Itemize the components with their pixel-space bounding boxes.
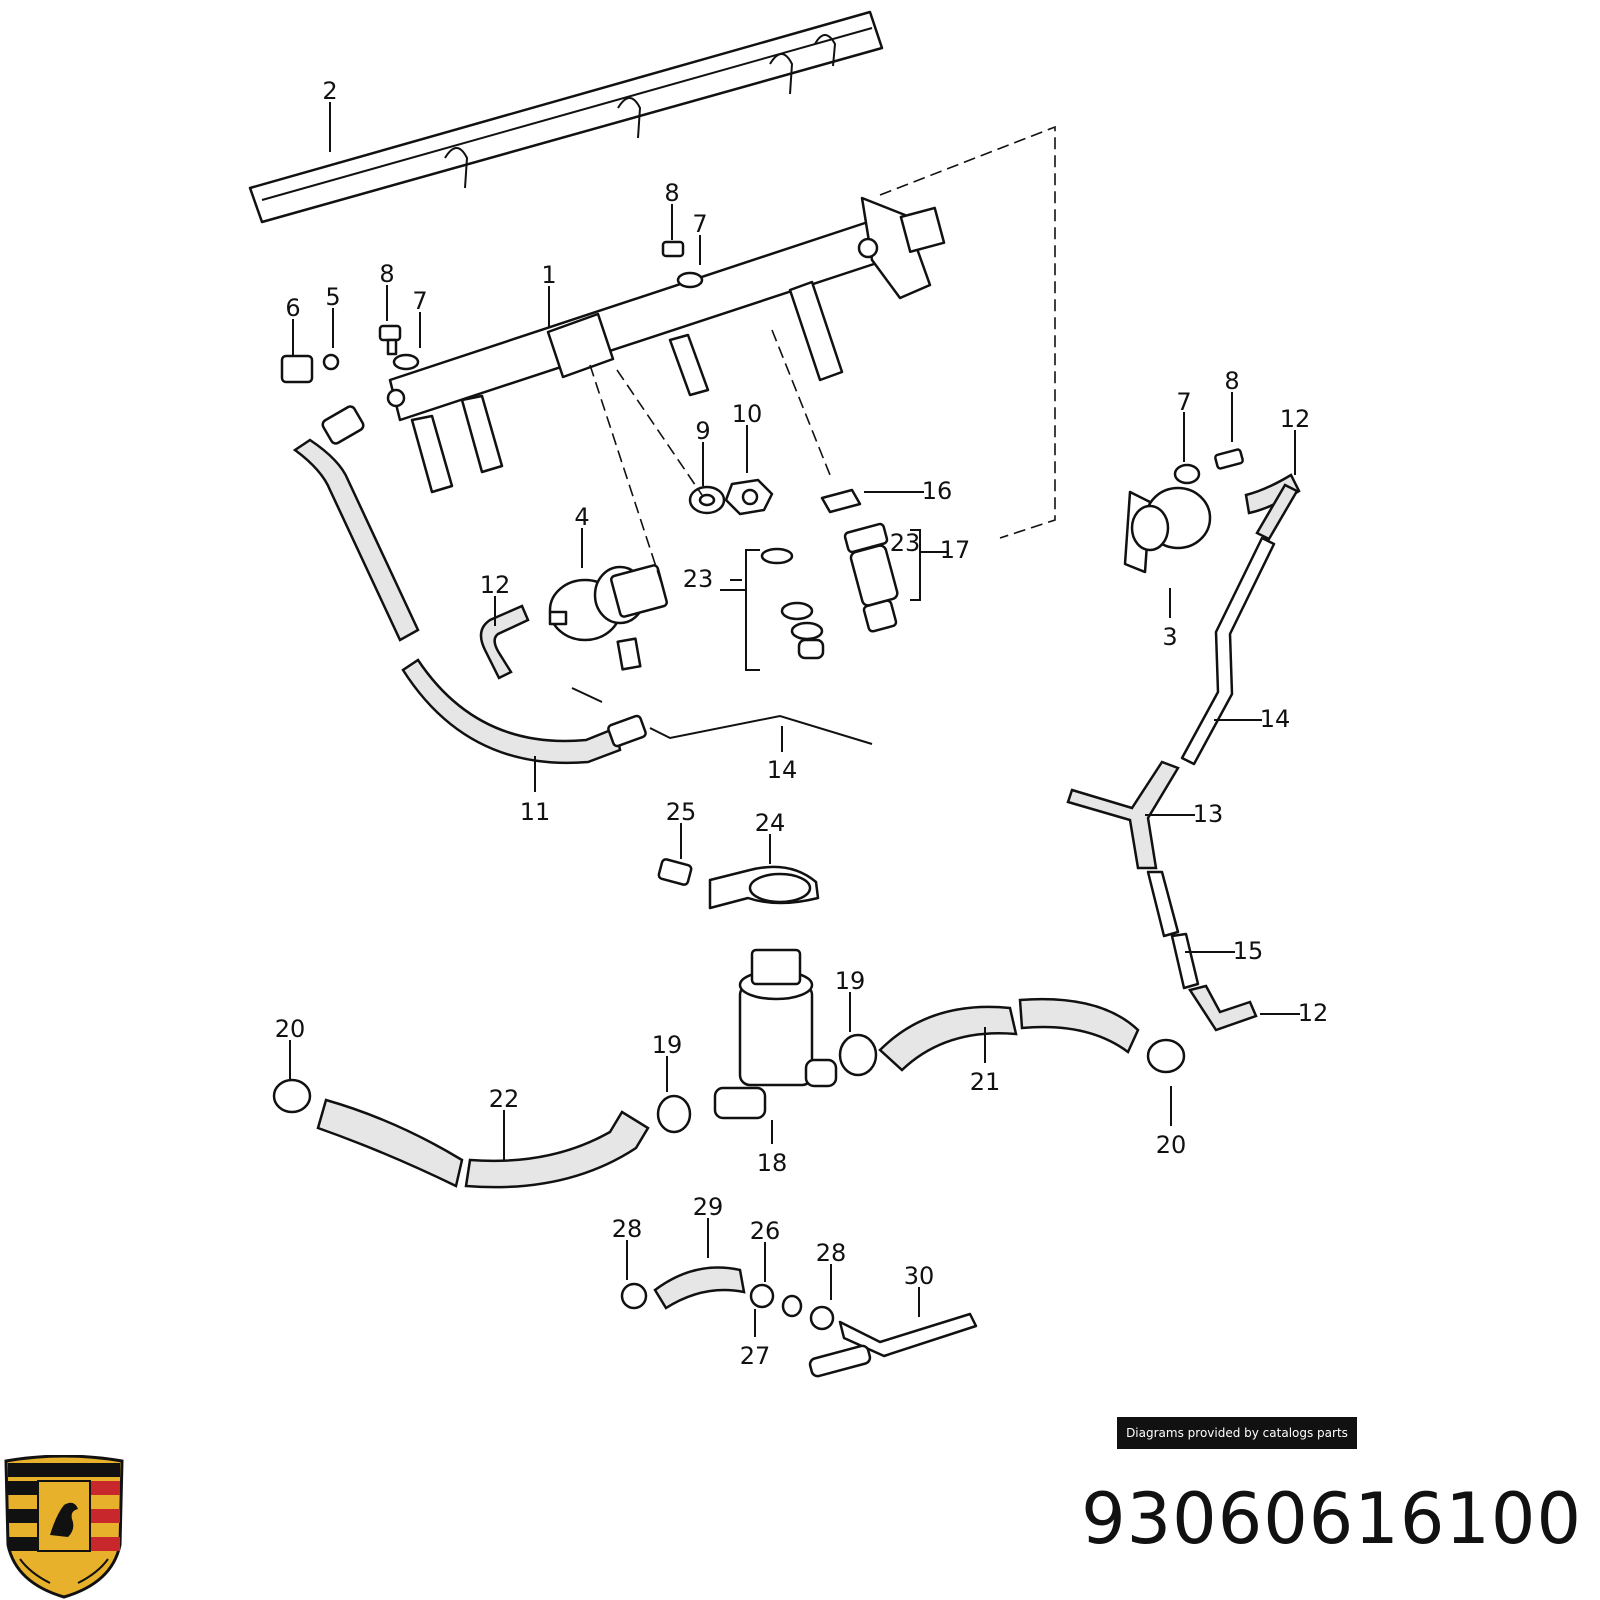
callout-c30: 30	[904, 1262, 935, 1290]
washer-nut-9-10	[688, 478, 774, 516]
callout-c13: 13	[1193, 800, 1224, 828]
callout-c8b: 8	[379, 260, 394, 288]
callout-c6: 6	[285, 294, 300, 322]
callout-c25: 25	[666, 798, 697, 826]
callout-c12a: 12	[480, 571, 511, 599]
fuel-pump-part-18	[713, 948, 838, 1120]
callout-c22: 22	[489, 1085, 520, 1113]
callout-numbers: 1234567778889101112121213141415161718191…	[275, 77, 1329, 1370]
assembly-dashed-line	[879, 125, 1056, 539]
callout-c8a: 8	[664, 179, 679, 207]
callout-c18: 18	[757, 1149, 788, 1177]
callout-c23a: 23	[683, 565, 714, 593]
callout-c26: 26	[750, 1217, 781, 1245]
fuel-hose-part-22	[316, 1098, 650, 1189]
fuel-hose-part-11	[292, 405, 647, 765]
callout-c1: 1	[541, 261, 556, 289]
pressure-regulator-part-3	[1123, 448, 1244, 574]
callout-c14b: 14	[1260, 705, 1291, 733]
fuel-hose-part-21	[878, 997, 1140, 1072]
callout-c12b: 12	[1280, 405, 1311, 433]
callout-c14a: 14	[767, 756, 798, 784]
hose-clamps-19-20	[272, 1033, 1186, 1134]
callout-c2: 2	[322, 77, 337, 105]
bottom-hose-kit-26-30	[620, 1266, 978, 1378]
callout-c11: 11	[520, 798, 551, 826]
callout-c29: 29	[693, 1193, 724, 1221]
callout-c28b: 28	[816, 1239, 847, 1267]
callout-c19b: 19	[652, 1031, 683, 1059]
callout-c20a: 20	[275, 1015, 306, 1043]
callout-c4: 4	[574, 503, 589, 531]
callout-c28a: 28	[612, 1215, 643, 1243]
callout-c3: 3	[1162, 623, 1177, 651]
callout-c5: 5	[325, 283, 340, 311]
porsche-crest-logo	[4, 1455, 124, 1599]
fuel-rail-part-1	[386, 196, 946, 494]
diagram-credit-label: Diagrams provided by catalogs parts	[1117, 1417, 1357, 1449]
pipe-part-14a	[571, 687, 873, 745]
cover-strip-part-2	[248, 10, 884, 224]
small-fittings-left	[280, 240, 704, 384]
callout-c24: 24	[755, 809, 786, 837]
hose-bend-part-12a	[479, 604, 530, 680]
callout-c23b: 23	[890, 529, 921, 557]
callout-c7c: 7	[1176, 388, 1191, 416]
callout-c9: 9	[695, 417, 710, 445]
callout-c7a: 7	[692, 210, 707, 238]
callout-c12c: 12	[1298, 999, 1329, 1027]
callout-c21: 21	[970, 1068, 1001, 1096]
vacuum-line-right	[1066, 473, 1301, 1032]
callout-c27: 27	[740, 1342, 771, 1370]
bracket-clamp-24-25	[657, 858, 820, 910]
callout-c17: 17	[940, 536, 971, 564]
callout-c19a: 19	[835, 967, 866, 995]
pressure-regulator-part-4	[548, 564, 668, 671]
callout-c8c: 8	[1224, 367, 1239, 395]
callout-leader-lines	[289, 102, 1300, 1337]
callout-c20b: 20	[1156, 1131, 1187, 1159]
injector-part-17	[820, 488, 948, 633]
callout-c7b: 7	[412, 287, 427, 315]
callout-c16: 16	[922, 477, 953, 505]
callout-c10: 10	[732, 400, 763, 428]
seal-kit-part-23a	[720, 547, 825, 671]
part-number: 93060616100	[1081, 1478, 1582, 1560]
callout-c15: 15	[1233, 937, 1264, 965]
